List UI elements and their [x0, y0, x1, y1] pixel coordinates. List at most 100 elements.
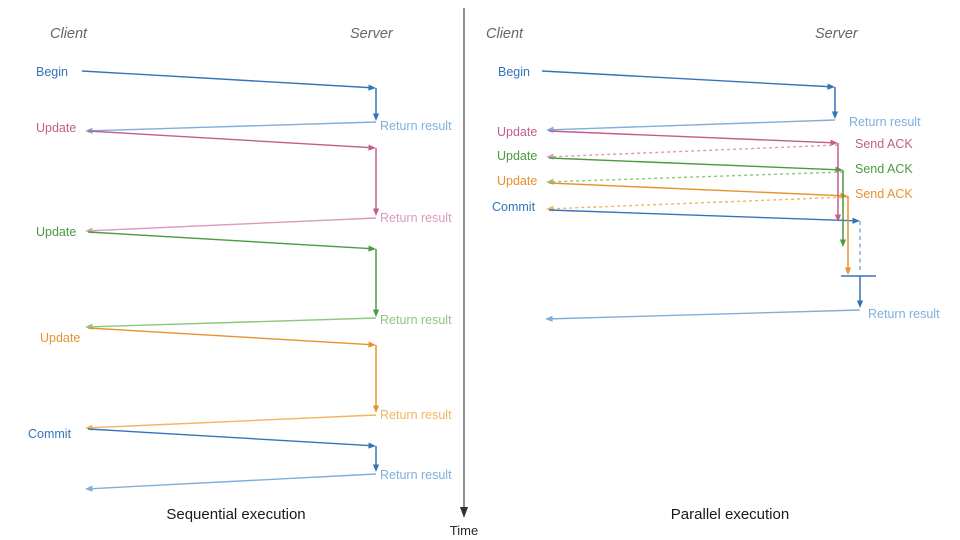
message-label-update1-request: Update: [497, 125, 537, 139]
message-update2-request[interactable]: Update: [36, 225, 376, 252]
arrowhead-commit-request: [852, 217, 860, 224]
message-update3-request[interactable]: Update: [497, 174, 848, 199]
message-commit-request[interactable]: Commit: [28, 427, 376, 449]
arrowhead-update3-server-activation: [844, 267, 852, 275]
arrowhead-update1-request: [368, 144, 376, 151]
message-line-update3-return: [89, 414, 377, 429]
actor-label-client: Client: [486, 26, 524, 42]
message-label-commit-return: Return result: [868, 307, 940, 321]
message-line-begin-return: [89, 121, 377, 132]
arrowhead-update2-request: [368, 245, 376, 252]
message-commit-return[interactable]: Return result: [545, 307, 940, 322]
message-line-begin-return: [550, 119, 836, 131]
message-commit-server-activation[interactable]: [856, 276, 864, 308]
message-line-update2-ack-return: [550, 171, 844, 183]
message-line-begin-request: [541, 70, 831, 88]
message-label-update3-ack-label: Send ACK: [855, 187, 913, 201]
actor-label-server: Server: [815, 26, 859, 42]
message-commit-server-activation[interactable]: [372, 446, 380, 472]
message-label-begin-request: Begin: [36, 65, 68, 79]
actor-label-client: Client: [50, 26, 88, 42]
message-label-commit-request: Commit: [492, 200, 536, 214]
arrowhead-update1-server-activation: [834, 214, 842, 222]
message-line-commit-request: [548, 209, 856, 222]
message-label-update1-request: Update: [36, 121, 76, 135]
arrowhead-update2-return: [85, 323, 93, 330]
arrowhead-update2-server-activation: [839, 239, 847, 247]
message-update1-server-activation[interactable]: [372, 148, 380, 216]
message-begin-server-activation[interactable]: [831, 87, 839, 119]
arrowhead-update1-ack-return: [546, 153, 554, 160]
message-update3-ack-label[interactable]: Send ACK: [855, 187, 913, 201]
message-update1-request[interactable]: Update: [36, 121, 376, 151]
message-line-begin-request: [81, 70, 372, 89]
message-begin-server-activation[interactable]: [372, 88, 380, 121]
time-axis-label: Time: [450, 523, 478, 538]
message-update3-request[interactable]: Update: [40, 327, 376, 348]
arrowhead-update3-server-activation: [372, 405, 380, 413]
message-update1-ack-return[interactable]: [546, 144, 839, 160]
message-line-update2-return: [89, 317, 377, 328]
arrowhead-update2-ack-return: [546, 178, 554, 185]
message-update3-return[interactable]: Return result: [85, 408, 452, 431]
message-label-update3-request: Update: [497, 174, 537, 188]
arrowhead-begin-request: [827, 83, 835, 90]
message-label-begin-request: Begin: [498, 65, 530, 79]
arrowhead-commit-server-activation: [856, 300, 864, 308]
message-line-update1-request: [87, 130, 372, 149]
arrowhead-commit-return: [545, 315, 553, 322]
message-label-update3-return: Return result: [380, 408, 452, 422]
message-commit-return[interactable]: Return result: [85, 468, 452, 492]
message-label-commit-return: Return result: [380, 468, 452, 482]
message-update1-ack-label[interactable]: Send ACK: [855, 137, 913, 151]
message-label-update3-request: Update: [40, 331, 80, 345]
message-line-update3-request: [548, 182, 844, 197]
arrowhead-update1-server-activation: [372, 208, 380, 216]
message-label-update1-return: Return result: [380, 211, 452, 225]
message-line-update1-return: [89, 217, 377, 232]
actor-label-server: Server: [350, 26, 394, 42]
message-line-commit-return: [549, 309, 861, 320]
message-label-update2-return: Return result: [380, 313, 452, 327]
message-label-update1-ack-label: Send ACK: [855, 137, 913, 151]
arrowhead-commit-return: [85, 485, 93, 492]
message-update2-request[interactable]: Update: [497, 149, 843, 173]
message-update2-ack-label[interactable]: Send ACK: [855, 162, 913, 176]
message-line-update2-request: [548, 157, 839, 171]
arrowhead-begin-return: [546, 126, 554, 133]
message-commit-request[interactable]: Commit: [492, 200, 860, 224]
message-line-commit-return: [89, 473, 377, 490]
message-label-update2-request: Update: [36, 225, 76, 239]
message-label-update2-ack-label: Send ACK: [855, 162, 913, 176]
message-begin-return[interactable]: Return result: [546, 115, 921, 133]
message-update2-server-activation[interactable]: [839, 170, 847, 247]
message-label-update2-request: Update: [497, 149, 537, 163]
arrowhead-begin-server-activation: [372, 113, 380, 121]
arrowhead-update2-server-activation: [372, 309, 380, 317]
arrowhead-update3-ack-return: [546, 205, 554, 212]
message-line-update3-ack-return: [550, 196, 849, 210]
arrowhead-begin-request: [368, 84, 376, 91]
message-update3-ack-return[interactable]: [546, 196, 849, 212]
message-line-commit-request: [87, 428, 372, 447]
message-update1-request[interactable]: Update: [497, 125, 838, 146]
arrowhead-update1-request: [830, 139, 838, 146]
message-update1-server-activation[interactable]: [834, 143, 842, 222]
message-line-update1-request: [548, 130, 834, 144]
message-update2-ack-return[interactable]: [546, 171, 844, 185]
message-label-commit-request: Commit: [28, 427, 72, 441]
message-begin-request[interactable]: Begin: [498, 65, 835, 90]
message-update1-return[interactable]: Return result: [85, 211, 452, 234]
message-update2-server-activation[interactable]: [372, 249, 380, 317]
message-update3-server-activation[interactable]: [372, 345, 380, 413]
message-line-update2-request: [87, 231, 372, 250]
message-begin-return[interactable]: Return result: [85, 119, 452, 134]
message-update2-return[interactable]: Return result: [85, 313, 452, 330]
message-begin-request[interactable]: Begin: [36, 65, 376, 91]
message-update3-server-activation[interactable]: [844, 196, 852, 275]
panel-divider-layer: Time: [450, 8, 478, 538]
panel-caption-parallel: Parallel execution: [671, 506, 789, 523]
